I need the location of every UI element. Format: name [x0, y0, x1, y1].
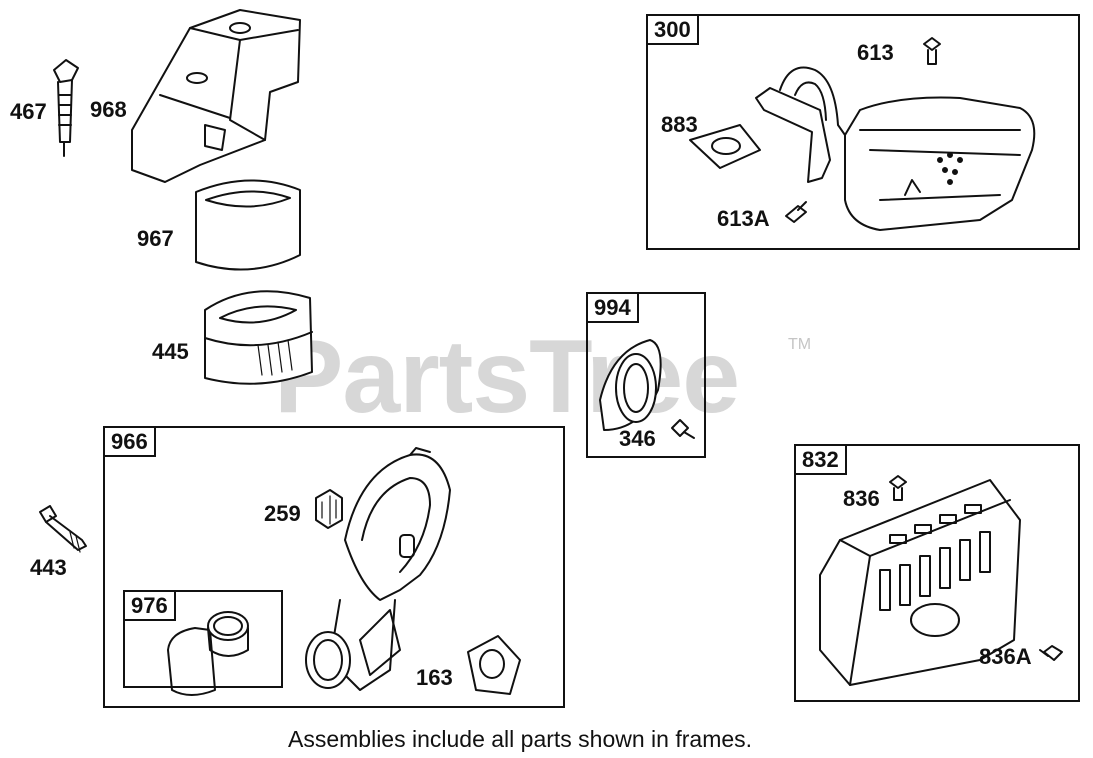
frame-tag-966[interactable]: 966	[103, 426, 156, 457]
screw-613A-drawing	[785, 201, 807, 223]
part-label-346[interactable]: 346	[619, 426, 656, 451]
exhaust-gasket-drawing	[689, 124, 761, 169]
frame-300: 300	[646, 14, 1080, 250]
part-label-836A[interactable]: 836A	[979, 644, 1032, 669]
diagram-caption: Assemblies include all parts shown in fr…	[288, 726, 753, 752]
dipstick-drawing	[53, 59, 79, 157]
clip-259-drawing	[315, 489, 343, 529]
screw-836A-drawing	[1039, 645, 1063, 661]
part-label-445[interactable]: 445	[152, 339, 189, 364]
screw-346-drawing	[671, 419, 695, 439]
frame-976: 976	[123, 590, 283, 688]
frame-966: 966	[103, 426, 565, 708]
part-label-443[interactable]: 443	[30, 555, 67, 580]
pre-cleaner-drawing	[195, 179, 301, 271]
part-label-968[interactable]: 968	[90, 97, 127, 122]
bolt-443-drawing	[39, 505, 87, 553]
frame-tag-976[interactable]: 976	[123, 590, 176, 621]
watermark-trademark: TM	[788, 336, 812, 353]
frame-832: 832	[794, 444, 1080, 702]
part-label-836[interactable]: 836	[843, 486, 880, 511]
muffler-assembly-drawing	[755, 66, 1036, 231]
part-label-613[interactable]: 613	[857, 40, 894, 65]
deflector-drawing	[599, 339, 662, 431]
muffler-guard-drawing	[819, 479, 1021, 686]
watermark: PartsTree	[274, 319, 740, 435]
screw-836-drawing	[889, 475, 907, 501]
breather-drawing	[167, 611, 249, 696]
part-label-967[interactable]: 967	[137, 226, 174, 251]
gasket-163-drawing	[467, 635, 521, 695]
air-cleaner-base-drawing	[305, 447, 451, 691]
air-filter-drawing	[204, 290, 313, 385]
part-label-613A[interactable]: 613A	[717, 206, 770, 231]
frame-tag-994[interactable]: 994	[586, 292, 639, 323]
frame-tag-832[interactable]: 832	[794, 444, 847, 475]
part-label-467[interactable]: 467	[10, 99, 47, 124]
part-label-883[interactable]: 883	[661, 112, 698, 137]
part-label-163[interactable]: 163	[416, 665, 453, 690]
air-cleaner-cover-drawing	[131, 9, 301, 183]
frame-994: 994	[586, 292, 706, 458]
part-label-259[interactable]: 259	[264, 501, 301, 526]
screw-613-drawing	[923, 37, 941, 65]
frame-tag-300[interactable]: 300	[646, 14, 699, 45]
